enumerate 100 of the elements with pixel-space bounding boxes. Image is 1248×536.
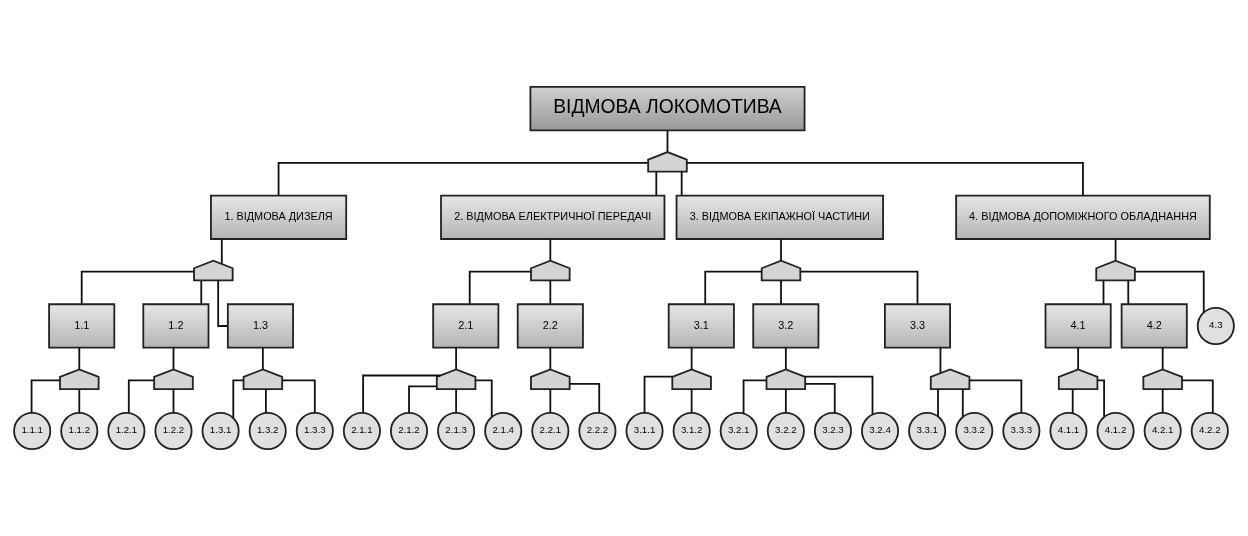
- node-gate: [153, 368, 194, 391]
- connector: [968, 379, 1023, 414]
- node-gate: [59, 368, 100, 391]
- node-circle: 3.3.3: [1002, 412, 1041, 451]
- node-box: 4.1: [1044, 303, 1112, 349]
- connector: [655, 171, 658, 197]
- node-circle: 4.2.1: [1143, 412, 1182, 451]
- connector: [690, 388, 693, 414]
- connector: [549, 279, 552, 305]
- node-circle: 3.1.2: [672, 412, 711, 451]
- node-circle: 2.1.2: [390, 412, 429, 451]
- connector: [78, 388, 81, 414]
- connector: [784, 388, 787, 414]
- connector: [362, 374, 442, 414]
- connector: [742, 379, 768, 415]
- node-circle: 2.2.1: [531, 412, 570, 451]
- node-gate: [193, 259, 234, 282]
- node-gate: [671, 368, 712, 391]
- connector: [455, 346, 458, 371]
- node-circle: 3.2.3: [813, 412, 852, 451]
- node-gate: [530, 368, 571, 391]
- connector: [217, 279, 229, 327]
- connector: [804, 383, 836, 414]
- node-box: ВІДМОВА ЛОКОМОТИВА: [529, 85, 806, 132]
- node-circle: 4.2.2: [1190, 412, 1229, 451]
- node-circle: 2.2.2: [578, 412, 617, 451]
- node-circle: 1.1.1: [13, 412, 52, 451]
- connector: [474, 379, 493, 418]
- connector: [799, 270, 919, 306]
- node-circle: 1.3.3: [295, 412, 334, 451]
- node-circle: 1.2.2: [154, 412, 193, 451]
- connector: [1161, 388, 1164, 414]
- node-circle: 2.1.3: [437, 412, 476, 451]
- connector: [939, 346, 942, 374]
- connector: [680, 171, 683, 197]
- connector: [220, 238, 223, 265]
- node-circle: 3.3.1: [908, 412, 947, 451]
- connector: [1077, 346, 1080, 371]
- connector: [780, 279, 782, 305]
- connector: [265, 388, 267, 414]
- node-circle: 1.3.1: [201, 412, 240, 451]
- connector: [1102, 279, 1105, 305]
- connector: [937, 388, 939, 418]
- connector: [281, 379, 316, 414]
- connector: [408, 385, 438, 414]
- node-gate: [1095, 259, 1136, 282]
- node-gate: [1142, 368, 1183, 391]
- connector: [549, 238, 552, 262]
- connector: [704, 270, 763, 306]
- connector: [172, 346, 175, 371]
- node-circle: 3.3.2: [955, 412, 994, 451]
- connector: [1181, 379, 1214, 414]
- node-circle: 4.3: [1196, 306, 1235, 345]
- node-box: 2.2: [516, 303, 584, 349]
- connector: [690, 346, 693, 371]
- connector: [1096, 379, 1105, 418]
- connector: [780, 238, 782, 262]
- node-circle: 4.1.1: [1049, 412, 1088, 451]
- node-circle: 3.2.4: [861, 412, 900, 451]
- node-circle: 3.1.1: [625, 412, 664, 451]
- node-box: 1.2: [142, 303, 210, 349]
- connector: [80, 270, 195, 306]
- connector: [200, 279, 203, 305]
- node-box: 2.1: [432, 303, 500, 349]
- connector: [277, 162, 649, 197]
- connector: [549, 388, 552, 414]
- node-box: 3. ВІДМОВА ЕКІПАЖНОЇ ЧАСТИНИ: [675, 194, 884, 240]
- connector: [1127, 279, 1130, 305]
- connector: [686, 162, 1084, 197]
- connector: [1134, 270, 1205, 314]
- connector: [961, 388, 964, 418]
- node-circle: 3.2.1: [719, 412, 758, 451]
- node-gate: [929, 368, 971, 391]
- node-box: 4.2: [1120, 303, 1188, 349]
- node-circle: 1.2.1: [107, 412, 146, 451]
- connector: [666, 129, 669, 153]
- node-box: 1.1: [48, 303, 116, 349]
- node-box: 1. ВІДМОВА ДИЗЕЛЯ: [210, 194, 348, 240]
- node-gate: [765, 368, 807, 391]
- connector: [261, 346, 264, 371]
- node-box: 3.3: [883, 303, 951, 349]
- connector: [232, 379, 245, 419]
- connector: [455, 388, 458, 414]
- node-box: 3.2: [752, 303, 820, 349]
- node-gate: [647, 151, 688, 173]
- node-circle: 1.1.2: [60, 412, 99, 451]
- connector: [1114, 238, 1117, 262]
- connector: [643, 375, 674, 414]
- connector: [1161, 346, 1164, 371]
- node-gate: [242, 368, 284, 391]
- connector: [468, 270, 532, 306]
- connector: [549, 346, 552, 371]
- node-circle: 4.1.2: [1096, 412, 1135, 451]
- connector: [30, 379, 61, 414]
- connector: [127, 379, 155, 414]
- node-circle: 1.3.2: [248, 412, 287, 451]
- connector: [568, 383, 601, 414]
- node-gate: [760, 259, 802, 282]
- node-gate: [530, 259, 571, 282]
- connector: [1071, 388, 1074, 414]
